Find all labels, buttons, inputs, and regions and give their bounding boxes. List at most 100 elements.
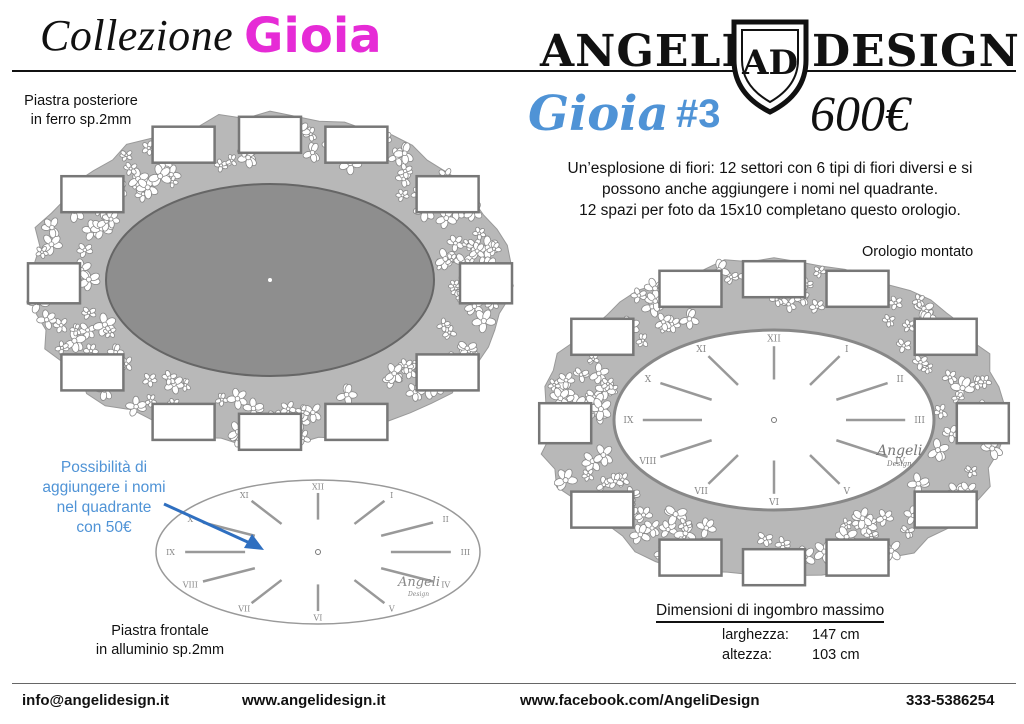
front-plate-label-line: Piastra frontale (111, 623, 209, 639)
flower-ornament (119, 150, 133, 162)
flower-ornament (654, 312, 672, 332)
flower-ornament (471, 309, 497, 334)
hour-marker (835, 381, 889, 401)
flower-ornament (457, 341, 478, 358)
footer-email[interactable]: info@angelidesign.it (22, 692, 170, 709)
hour-numeral: I (845, 345, 849, 355)
flower-ornament (63, 328, 87, 353)
flower-ornament (881, 314, 896, 328)
hour-marker (659, 381, 713, 401)
center-hole (268, 278, 272, 282)
photo-frame (237, 115, 303, 155)
collection-name: Gioia (244, 8, 382, 64)
hour-marker (809, 454, 841, 485)
hour-numeral: IV (441, 581, 450, 590)
flower-ornament (629, 523, 651, 545)
brand-right: DESIGN (812, 26, 1020, 77)
hour-numeral: VI (313, 613, 323, 622)
names-note-line: aggiungere i nomi (42, 479, 166, 496)
flower-ornament (336, 383, 358, 406)
height-label: altezza: (722, 647, 772, 663)
flower-ornament (964, 465, 978, 479)
hour-numeral: II (443, 515, 449, 524)
names-note-line: Possibilità di (60, 459, 148, 476)
flower-ornament (302, 403, 322, 423)
hour-numeral: VIII (182, 581, 198, 590)
flower-ornament (581, 469, 594, 482)
hour-marker (707, 454, 739, 485)
photo-frame (324, 125, 389, 164)
brand-left: ANGELI (540, 26, 743, 77)
flower-ornament (941, 369, 958, 386)
back-plate-label-line: Piastra posteriore (24, 93, 138, 109)
center-hole (315, 549, 321, 555)
flower-ornament (76, 243, 94, 258)
hour-numeral: IX (623, 416, 634, 426)
flower-ornament (933, 403, 948, 420)
flower-ornament (556, 372, 576, 390)
collection-label: Collezione (40, 11, 234, 60)
flower-ornament (78, 270, 101, 292)
flower-ornament (41, 217, 60, 239)
hour-numeral: III (461, 548, 470, 557)
front-plate-label: Piastra frontale in alluminio sp.2mm (80, 622, 240, 660)
hour-marker (250, 499, 283, 525)
hour-marker (809, 355, 841, 386)
dimensions-title: Dimensioni di ingombro massimo (656, 602, 885, 623)
dial-signature-sub: Design (886, 460, 912, 468)
flower-ornament (102, 325, 117, 339)
hour-marker (380, 566, 434, 583)
photo-frame (415, 174, 480, 214)
flower-ornament (606, 472, 624, 489)
photo-frame (324, 402, 389, 442)
photo-frame (741, 547, 807, 587)
flower-ornament (225, 154, 237, 167)
photo-frame (570, 317, 635, 357)
product-description: Un’esplosione di fiori: 12 settori con 6… (520, 158, 1020, 221)
hour-marker (353, 499, 386, 525)
flower-ornament (572, 367, 590, 383)
flower-ornament (161, 370, 178, 386)
hour-marker (835, 439, 889, 459)
hour-marker (659, 439, 713, 459)
hour-numeral: IV (895, 457, 906, 467)
flower-ornament (302, 142, 320, 163)
dial-signature-sub: Design (407, 591, 429, 598)
flower-ornament (142, 373, 158, 388)
dial-signature: Angeli (875, 443, 922, 459)
back-plate-label-line: in ferro sp.2mm (30, 112, 132, 128)
flower-ornament (840, 517, 853, 531)
flower-ornament (472, 226, 487, 241)
hour-numeral: XII (767, 334, 781, 344)
flower-ornament (887, 295, 903, 311)
flower-ornament (81, 306, 97, 320)
flower-ornament (35, 246, 49, 259)
names-note-line: nel quadrante (56, 499, 152, 516)
hour-numeral: V (843, 487, 851, 497)
flower-ornament (875, 509, 894, 527)
description-line: possono anche aggiungere i nomi nel quad… (601, 181, 939, 198)
flower-ornament (436, 317, 451, 333)
header-divider (12, 70, 1016, 72)
photo-frame (913, 317, 978, 357)
flower-ornament (397, 163, 414, 180)
hour-numeral: X (645, 375, 652, 385)
hour-marker (202, 566, 256, 583)
photo-frame (741, 259, 807, 299)
flower-ornament (927, 438, 950, 462)
flower-ornament (663, 505, 688, 526)
flower-ornament (486, 241, 502, 257)
footer-website[interactable]: www.angelidesign.it (242, 692, 386, 709)
flower-ornament (589, 362, 610, 385)
hour-numeral: IX (166, 548, 175, 557)
footer-phone[interactable]: 333-5386254 (906, 692, 995, 709)
footer-facebook[interactable]: www.facebook.com/AngeliDesign (520, 692, 760, 709)
flower-ornament (213, 158, 228, 173)
flower-ornament (384, 363, 403, 385)
photo-frame (60, 174, 125, 214)
hour-numeral: VII (237, 605, 250, 614)
photo-frame (537, 401, 593, 445)
hour-numeral: XI (240, 491, 249, 500)
flower-ornament (808, 299, 826, 314)
